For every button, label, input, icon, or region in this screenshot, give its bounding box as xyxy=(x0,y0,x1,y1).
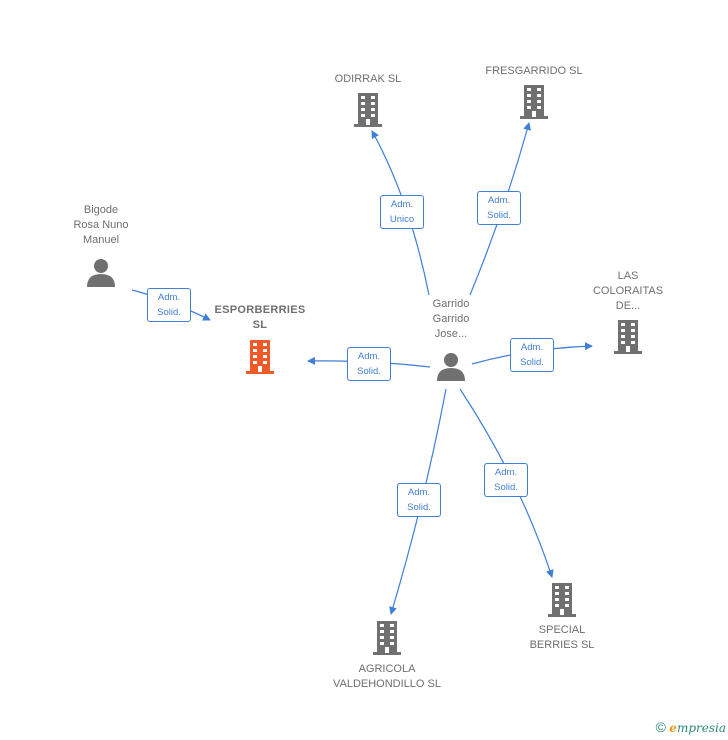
person-icon xyxy=(437,353,465,381)
node-coloraitas-label: LAS COLORAITAS DE... xyxy=(592,270,664,312)
node-bigode-label: Bigode Rosa Nuno Manuel xyxy=(73,204,129,246)
building-icon xyxy=(246,340,274,374)
relation-label-odirrak[interactable]: Adm. Unico xyxy=(380,195,424,229)
building-icon xyxy=(373,621,401,655)
node-special-label: SPECIAL BERRIES SL xyxy=(529,624,595,651)
relation-label-esporberries[interactable]: Adm. Solid. xyxy=(347,347,391,381)
node-garrido-label: Garrido Garrido Jose... xyxy=(432,298,470,340)
copyright-symbol: © xyxy=(655,719,666,735)
brand-logo-text: mpresia xyxy=(676,721,726,735)
node-odirrak-label: ODIRRAK SL xyxy=(334,73,402,85)
building-icon xyxy=(520,85,548,119)
node-agricola-label: AGRICOLA VALDEHONDILLO SL xyxy=(332,663,441,690)
brand-logo-initial: e xyxy=(669,721,677,735)
node-esporberries-label: ESPORBERRIES SL xyxy=(214,304,306,331)
relation-label-fresgarrido[interactable]: Adm. Solid. xyxy=(477,191,521,225)
relation-label-special[interactable]: Adm. Solid. xyxy=(484,463,528,497)
relation-label-coloraitas[interactable]: Adm. Solid. xyxy=(510,338,554,372)
building-icon xyxy=(354,93,382,127)
building-icon xyxy=(614,320,642,354)
footer-brand: © empresia xyxy=(656,719,726,735)
relation-label-agricola[interactable]: Adm. Solid. xyxy=(397,483,441,517)
building-icon xyxy=(548,583,576,617)
relation-label-bigode[interactable]: Adm. Solid. xyxy=(147,288,191,322)
person-icon xyxy=(87,259,115,287)
node-fresgarrido-label: FRESGARRIDO SL xyxy=(485,65,583,77)
